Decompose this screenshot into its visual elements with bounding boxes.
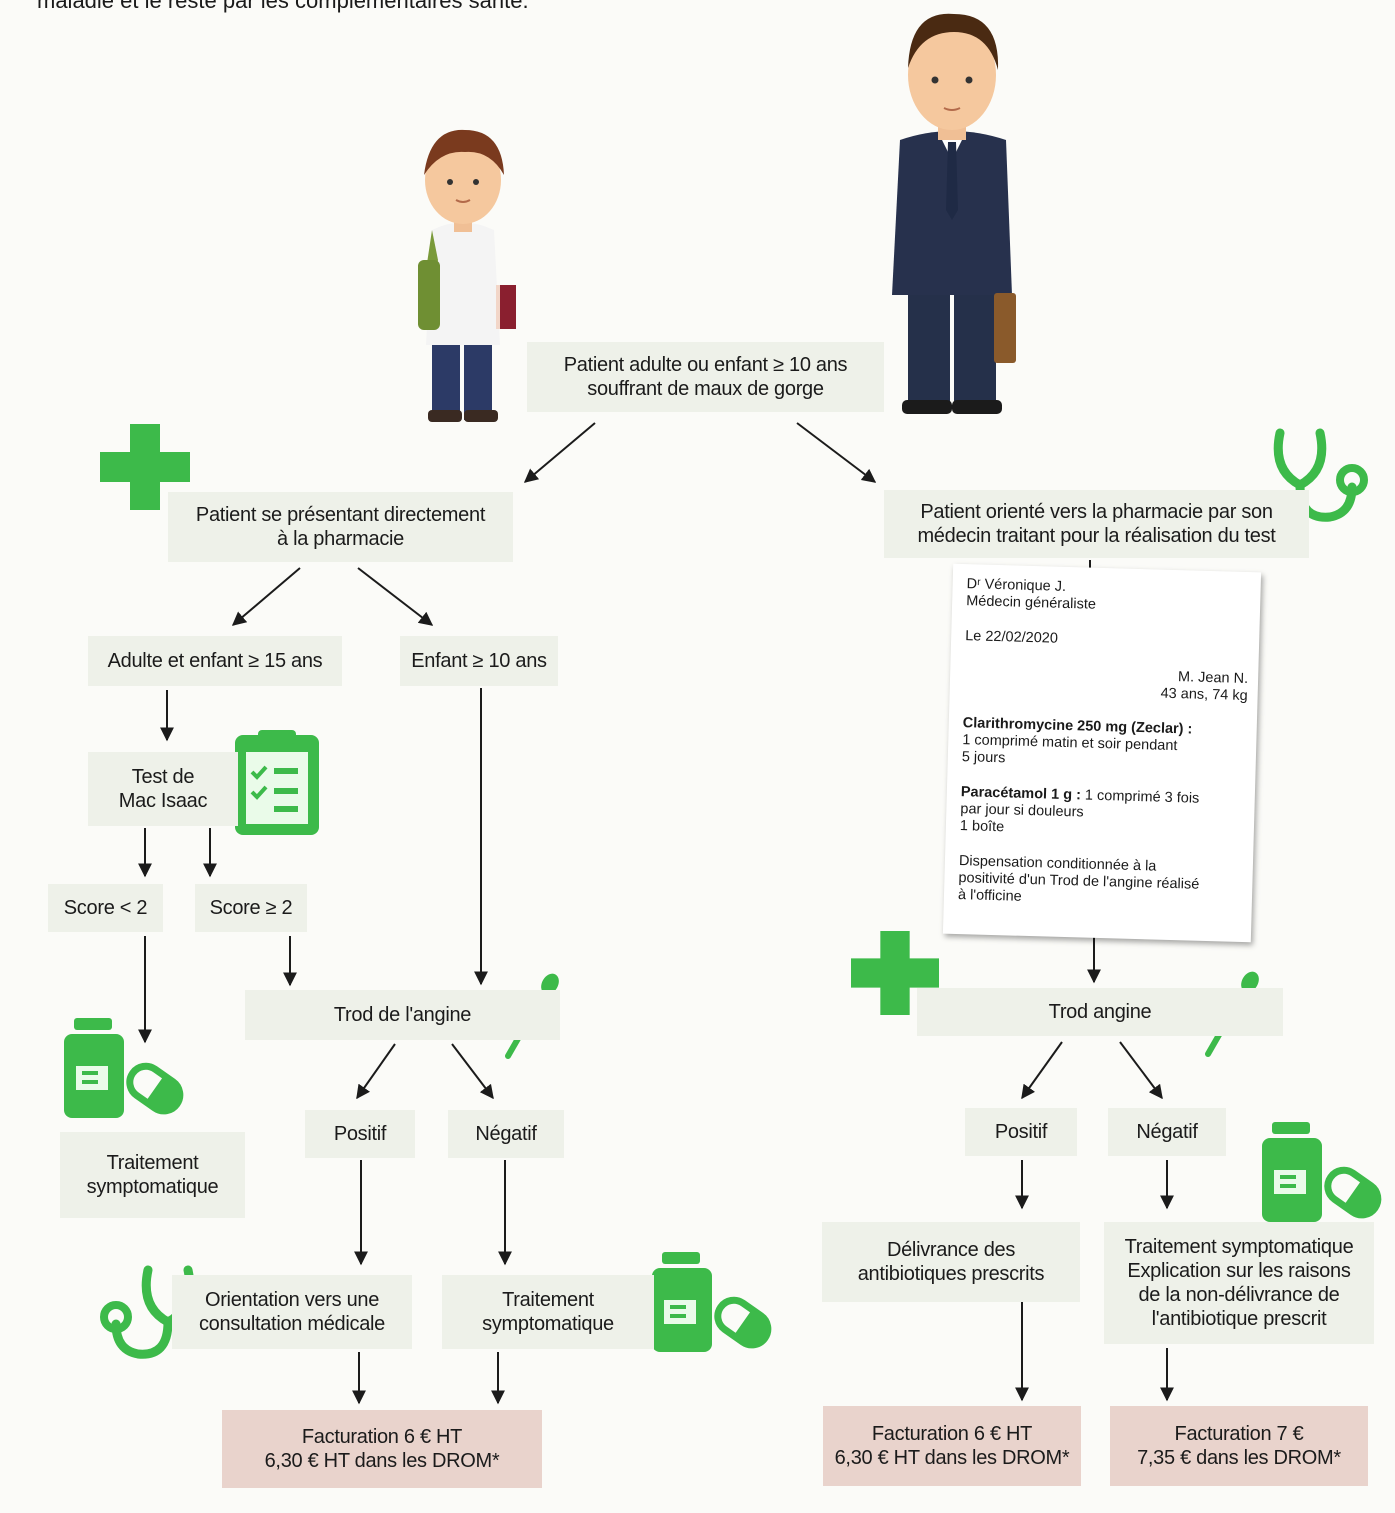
node-positive-left: Positif xyxy=(305,1110,415,1158)
node-score-lt2: Score < 2 xyxy=(48,884,163,932)
arrow-trod-pos xyxy=(356,1043,396,1100)
node-referred-by-doctor: Patient orienté vers la pharmacie par so… xyxy=(884,490,1309,558)
medication-icon xyxy=(64,1018,184,1118)
node-negative-left: Négatif xyxy=(448,1110,564,1158)
medication-icon xyxy=(652,1252,772,1352)
node-start: Patient adulte ou enfant ≥ 10 ans souffr… xyxy=(527,342,884,412)
node-billing-left: Facturation 6 € HT 6,30 € HT dans les DR… xyxy=(222,1410,542,1488)
node-positive-right: Positif xyxy=(965,1108,1077,1156)
intro-text: maladie et le reste par les complémentai… xyxy=(37,0,529,13)
pharmacy-cross-icon xyxy=(851,930,939,1016)
arrow-start-referred xyxy=(796,422,877,483)
arrow-direct-child xyxy=(357,567,434,626)
node-mac-isaac-test: Test de Mac Isaac xyxy=(88,752,238,826)
arrow-trod-neg xyxy=(451,1043,494,1100)
arrow-start-direct xyxy=(523,422,596,483)
arrow-trodr-pos xyxy=(1021,1041,1063,1100)
rx-drug2-name: Paracétamol 1 g : xyxy=(960,784,1082,804)
arrow-direct-adult xyxy=(231,567,301,626)
node-sympt-mid: Traitement symptomatique xyxy=(442,1275,654,1349)
node-adult-15: Adulte et enfant ≥ 15 ans xyxy=(88,636,342,686)
pharmacy-cross-icon xyxy=(100,424,190,510)
node-sympt-right: Traitement symptomatique Explication sur… xyxy=(1104,1222,1374,1344)
node-medical-orientation: Orientation vers une consultation médica… xyxy=(172,1275,412,1349)
checklist-icon xyxy=(235,730,319,835)
arrow-trodr-neg xyxy=(1119,1041,1163,1100)
node-trod-left: Trod de l'angine xyxy=(245,990,560,1040)
node-negative-right: Négatif xyxy=(1108,1108,1226,1156)
node-billing-mid: Facturation 6 € HT 6,30 € HT dans les DR… xyxy=(823,1406,1081,1486)
node-billing-right: Facturation 7 € 7,35 € dans les DROM* xyxy=(1110,1406,1368,1486)
node-sympt-left: Traitement symptomatique xyxy=(60,1132,245,1218)
medication-icon xyxy=(1262,1122,1382,1222)
adult-figure xyxy=(892,13,1016,414)
rx-condition: Dispensation conditionnée à la positivit… xyxy=(957,853,1200,905)
child-figure xyxy=(418,129,516,422)
prescription-sheet: Dʳ Véronique J. Médecin généraliste Le 2… xyxy=(942,563,1262,943)
rx-drug1-dose: 1 comprimé matin et soir pendant 5 jours xyxy=(961,732,1178,767)
rx-date: Le 22/02/2020 xyxy=(964,628,1059,647)
node-direct-pharmacy: Patient se présentant directement à la p… xyxy=(168,492,513,562)
node-child-10: Enfant ≥ 10 ans xyxy=(400,636,558,686)
node-score-ge2: Score ≥ 2 xyxy=(195,884,307,932)
rx-drug2: Paracétamol 1 g : 1 comprimé 3 fois par … xyxy=(960,784,1245,843)
node-trod-right: Trod angine xyxy=(917,988,1283,1036)
node-antibiotics-delivery: Délivrance des antibiotiques prescrits xyxy=(822,1222,1080,1302)
